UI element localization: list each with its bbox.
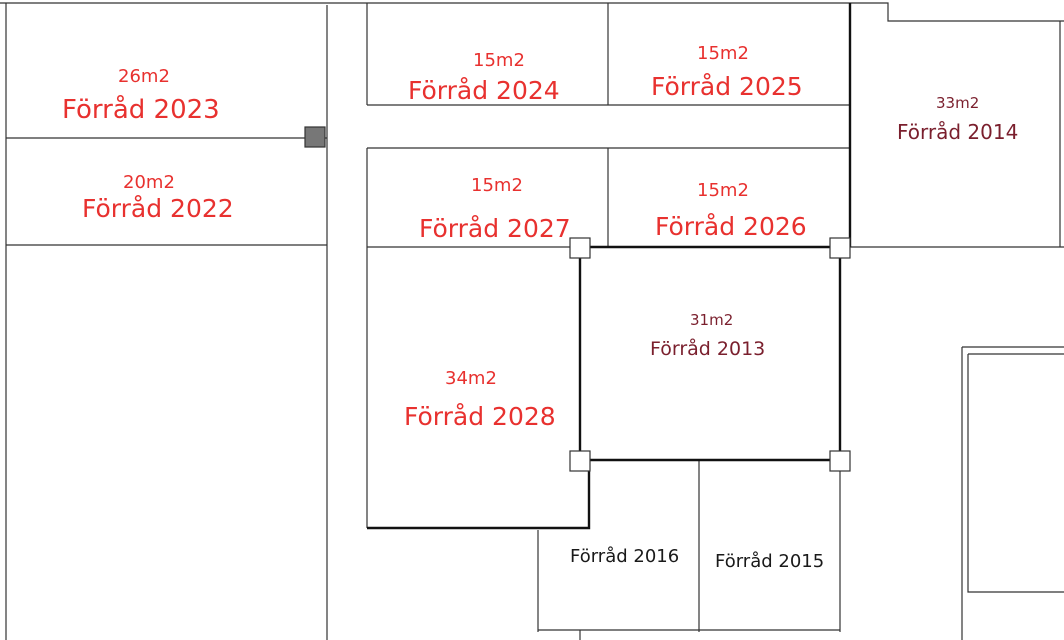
room-2026-area: 15m2: [697, 180, 749, 201]
column-2013-bl: [569, 450, 591, 472]
room-2027-area: 15m2: [471, 175, 523, 196]
room-2014-area: 33m2: [936, 94, 980, 112]
column-filled: [304, 126, 326, 148]
room-2014-name: Förråd 2014: [897, 120, 1019, 144]
room-2025-name: Förråd 2025: [651, 72, 803, 101]
room-2026-name: Förråd 2026: [655, 212, 807, 241]
room-2028-area: 34m2: [445, 368, 497, 389]
room-2022-name: Förråd 2022: [82, 194, 234, 223]
room-2024-area: 15m2: [473, 50, 525, 71]
columns: [304, 126, 851, 472]
column-2026-corner: [829, 237, 851, 259]
room-2013-name: Förråd 2013: [650, 338, 766, 360]
wall-right-door-frame: [961, 346, 1064, 640]
room-2016-name: Förråd 2016: [570, 546, 680, 567]
room-2027-name: Förråd 2027: [419, 214, 571, 243]
room-2015-name: Förråd 2015: [715, 551, 825, 572]
room-2023-area: 26m2: [118, 66, 170, 87]
room-2023-name: Förråd 2023: [62, 95, 220, 125]
room-2013-area: 31m2: [690, 311, 734, 329]
walls-thick: [367, 3, 852, 530]
wall-2028-bottom: [367, 460, 591, 530]
room-2024-name: Förråd 2024: [408, 76, 560, 105]
column-2027-corner: [569, 237, 591, 259]
room-2025-area: 15m2: [697, 43, 749, 64]
room-2028-name: Förråd 2028: [404, 402, 556, 431]
column-2013-br: [829, 450, 851, 472]
wall-top: [0, 2, 1064, 22]
room-2022-area: 20m2: [123, 172, 175, 193]
